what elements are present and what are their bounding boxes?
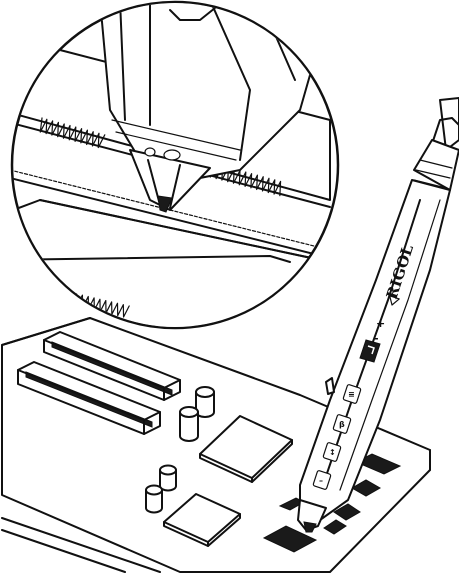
probe-button-4[interactable]: – — [312, 470, 332, 490]
probe-button-2-label: β — [339, 420, 345, 429]
capacitor-4 — [145, 484, 163, 514]
capacitor-3 — [159, 464, 177, 492]
probe-side-switch[interactable] — [325, 377, 335, 395]
probe-button-1-label: ≡ — [348, 390, 355, 399]
slot-connector-upper — [43, 331, 181, 401]
probe-button-3-label: ↕ — [329, 448, 336, 457]
magnified-probe-tip — [99, 3, 321, 213]
probe-button-1[interactable]: ≡ — [342, 384, 362, 404]
capacitor-2 — [179, 406, 199, 442]
probe-button-4-label: – — [319, 476, 323, 485]
probe-minus-label: - — [374, 332, 379, 345]
slot-connector-lower — [17, 361, 161, 435]
rigol-logo-icon — [389, 295, 400, 306]
magnifier-callout — [10, 0, 340, 330]
chip-small — [163, 493, 241, 547]
probe-plus-label: + — [376, 317, 385, 330]
probe-button-2[interactable]: β — [332, 414, 352, 434]
chip-large — [199, 415, 293, 483]
board-rails — [1, 517, 161, 573]
probe-badge-icon — [359, 339, 381, 363]
probe-button-3[interactable]: ↕ — [322, 442, 342, 462]
